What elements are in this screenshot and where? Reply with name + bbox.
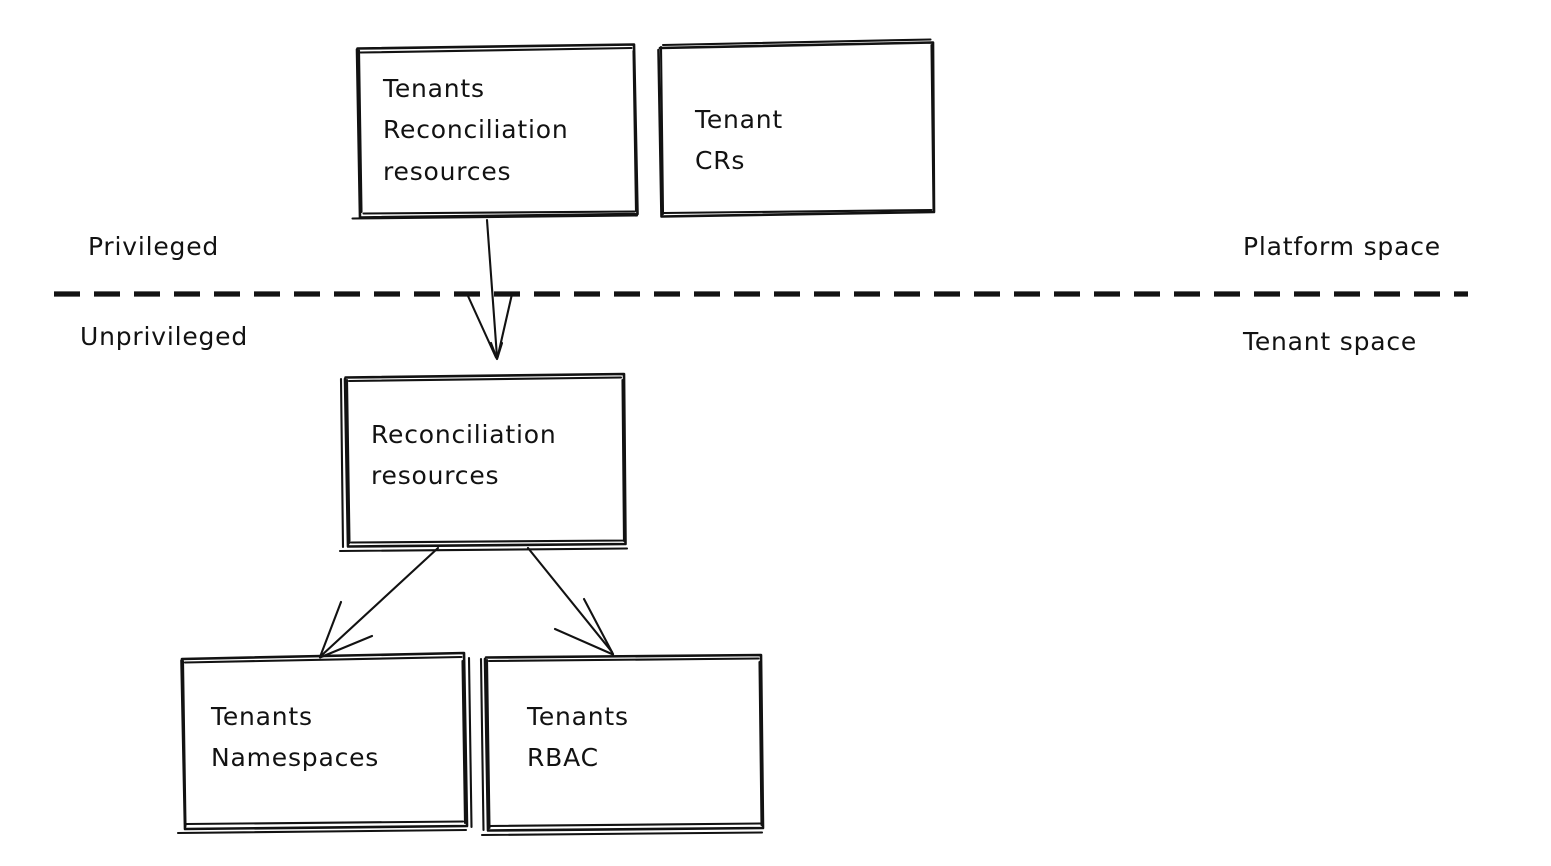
edge-reconciliation-to-rbac [526, 546, 615, 656]
node-hit-tenants-namespaces[interactable] [176, 650, 474, 836]
node-hit-tenant-crs[interactable] [653, 36, 941, 222]
node-reconciliation-resources[interactable]: Reconciliation resources [338, 370, 632, 553]
node-tenant-crs[interactable]: Tenant CRs [653, 36, 941, 222]
zone-label-privileged: Privileged [88, 232, 219, 261]
node-hit-tenants-reconciliation-resources[interactable] [352, 40, 644, 222]
node-hit-tenants-rbac[interactable] [479, 650, 769, 840]
node-label-line-2: CRs [695, 146, 745, 175]
node-label-line-2: RBAC [527, 743, 599, 772]
zone-label-tenant-space: Tenant space [1242, 327, 1417, 356]
edge-reconciliation-to-namespaces [318, 546, 440, 659]
node-label-line-1: Reconciliation [371, 420, 557, 449]
node-hit-reconciliation-resources[interactable] [338, 370, 632, 552]
node-label-line-2: Namespaces [211, 743, 379, 772]
node-label-line-1: Tenant [694, 105, 783, 134]
zone-label-platform-space: Platform space [1243, 232, 1441, 261]
zone-label-unprivileged: Unprivileged [80, 322, 248, 351]
edge-platform-to-tenant [466, 218, 514, 361]
node-label-line-3: resources [383, 157, 511, 186]
node-label-line-2: Reconciliation [383, 115, 569, 144]
node-label-line-2: resources [371, 461, 499, 490]
